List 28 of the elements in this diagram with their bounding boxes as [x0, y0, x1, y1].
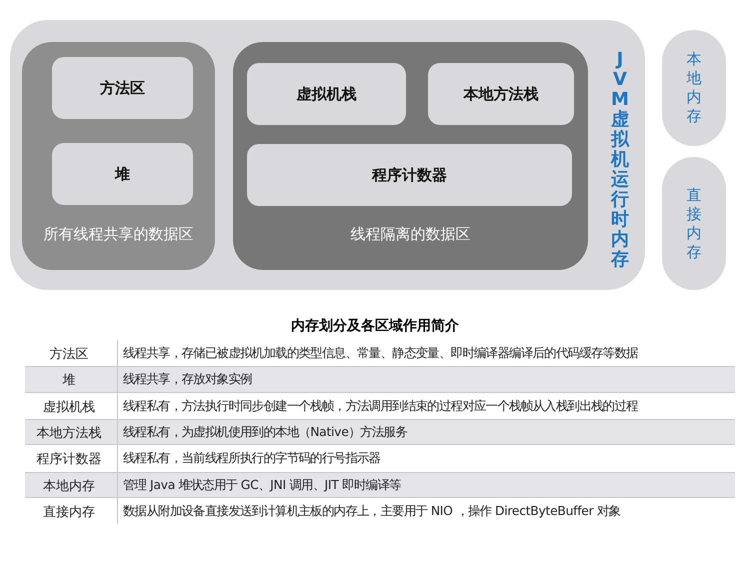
- table-title: 内存划分及各区域作用简介: [290, 317, 460, 335]
- pill-label: 本地内存: [686, 50, 702, 126]
- pill-label: 直接内存: [686, 186, 702, 262]
- table-cell-text: 程序计数器: [36, 451, 102, 468]
- table-cell-text: 虚拟机栈: [42, 398, 96, 416]
- table-cell: 线程私有，当前线程所执行的字节码的行号指示器: [123, 450, 380, 468]
- data-region-panel: [22, 42, 215, 270]
- table-cell-text: 本地内存: [42, 478, 96, 494]
- table-cell: 线程私有，方法执行时同步创建一个栈帧，方法调用到结束的过程对应一个栈帧从入栈到出栈的过程: [123, 398, 638, 415]
- table-cell-text: 堆: [62, 372, 76, 390]
- region-label: 所有线程共享的数据区: [44, 225, 194, 244]
- memory-area-box: 堆: [52, 143, 193, 205]
- table-cell: 线程共享，存放对象实例: [123, 371, 252, 388]
- data-region-panel: [233, 42, 588, 270]
- memory-area-box: 本地方法栈: [428, 63, 574, 125]
- runtime-memory-panel: [10, 20, 645, 290]
- table-cell: 数据从附加设备直接发送到计算机主板的内存上，主要用于 NIO ，操作 DirectByteBuffer 对象: [123, 502, 620, 520]
- table-cell-text: 直接内存: [42, 504, 96, 521]
- table-cell: 线程共享，存储已被虚拟机加载的类型信息、常量、静态变量、即时编译器编译后的代码缓存等数据: [123, 345, 638, 362]
- memory-area-box: 方法区: [52, 57, 193, 119]
- table-cell: 管理 Java 堆状态用于 GC、JNI 调用、JIT 即时编译等: [123, 476, 401, 494]
- table-cell-text: 本地方法栈: [36, 424, 102, 442]
- region-label: 线程隔离的数据区: [350, 225, 470, 244]
- vertical-title: JVM 虚拟机运行时内存: [610, 50, 630, 270]
- table-cell: 线程私有，为虚拟机使用到的本地（Native）方法服务: [123, 424, 408, 441]
- table-cell-text: 方法区: [48, 346, 90, 363]
- memory-area-box: 虚拟机栈: [247, 63, 406, 125]
- memory-area-box: 程序计数器: [247, 144, 572, 206]
